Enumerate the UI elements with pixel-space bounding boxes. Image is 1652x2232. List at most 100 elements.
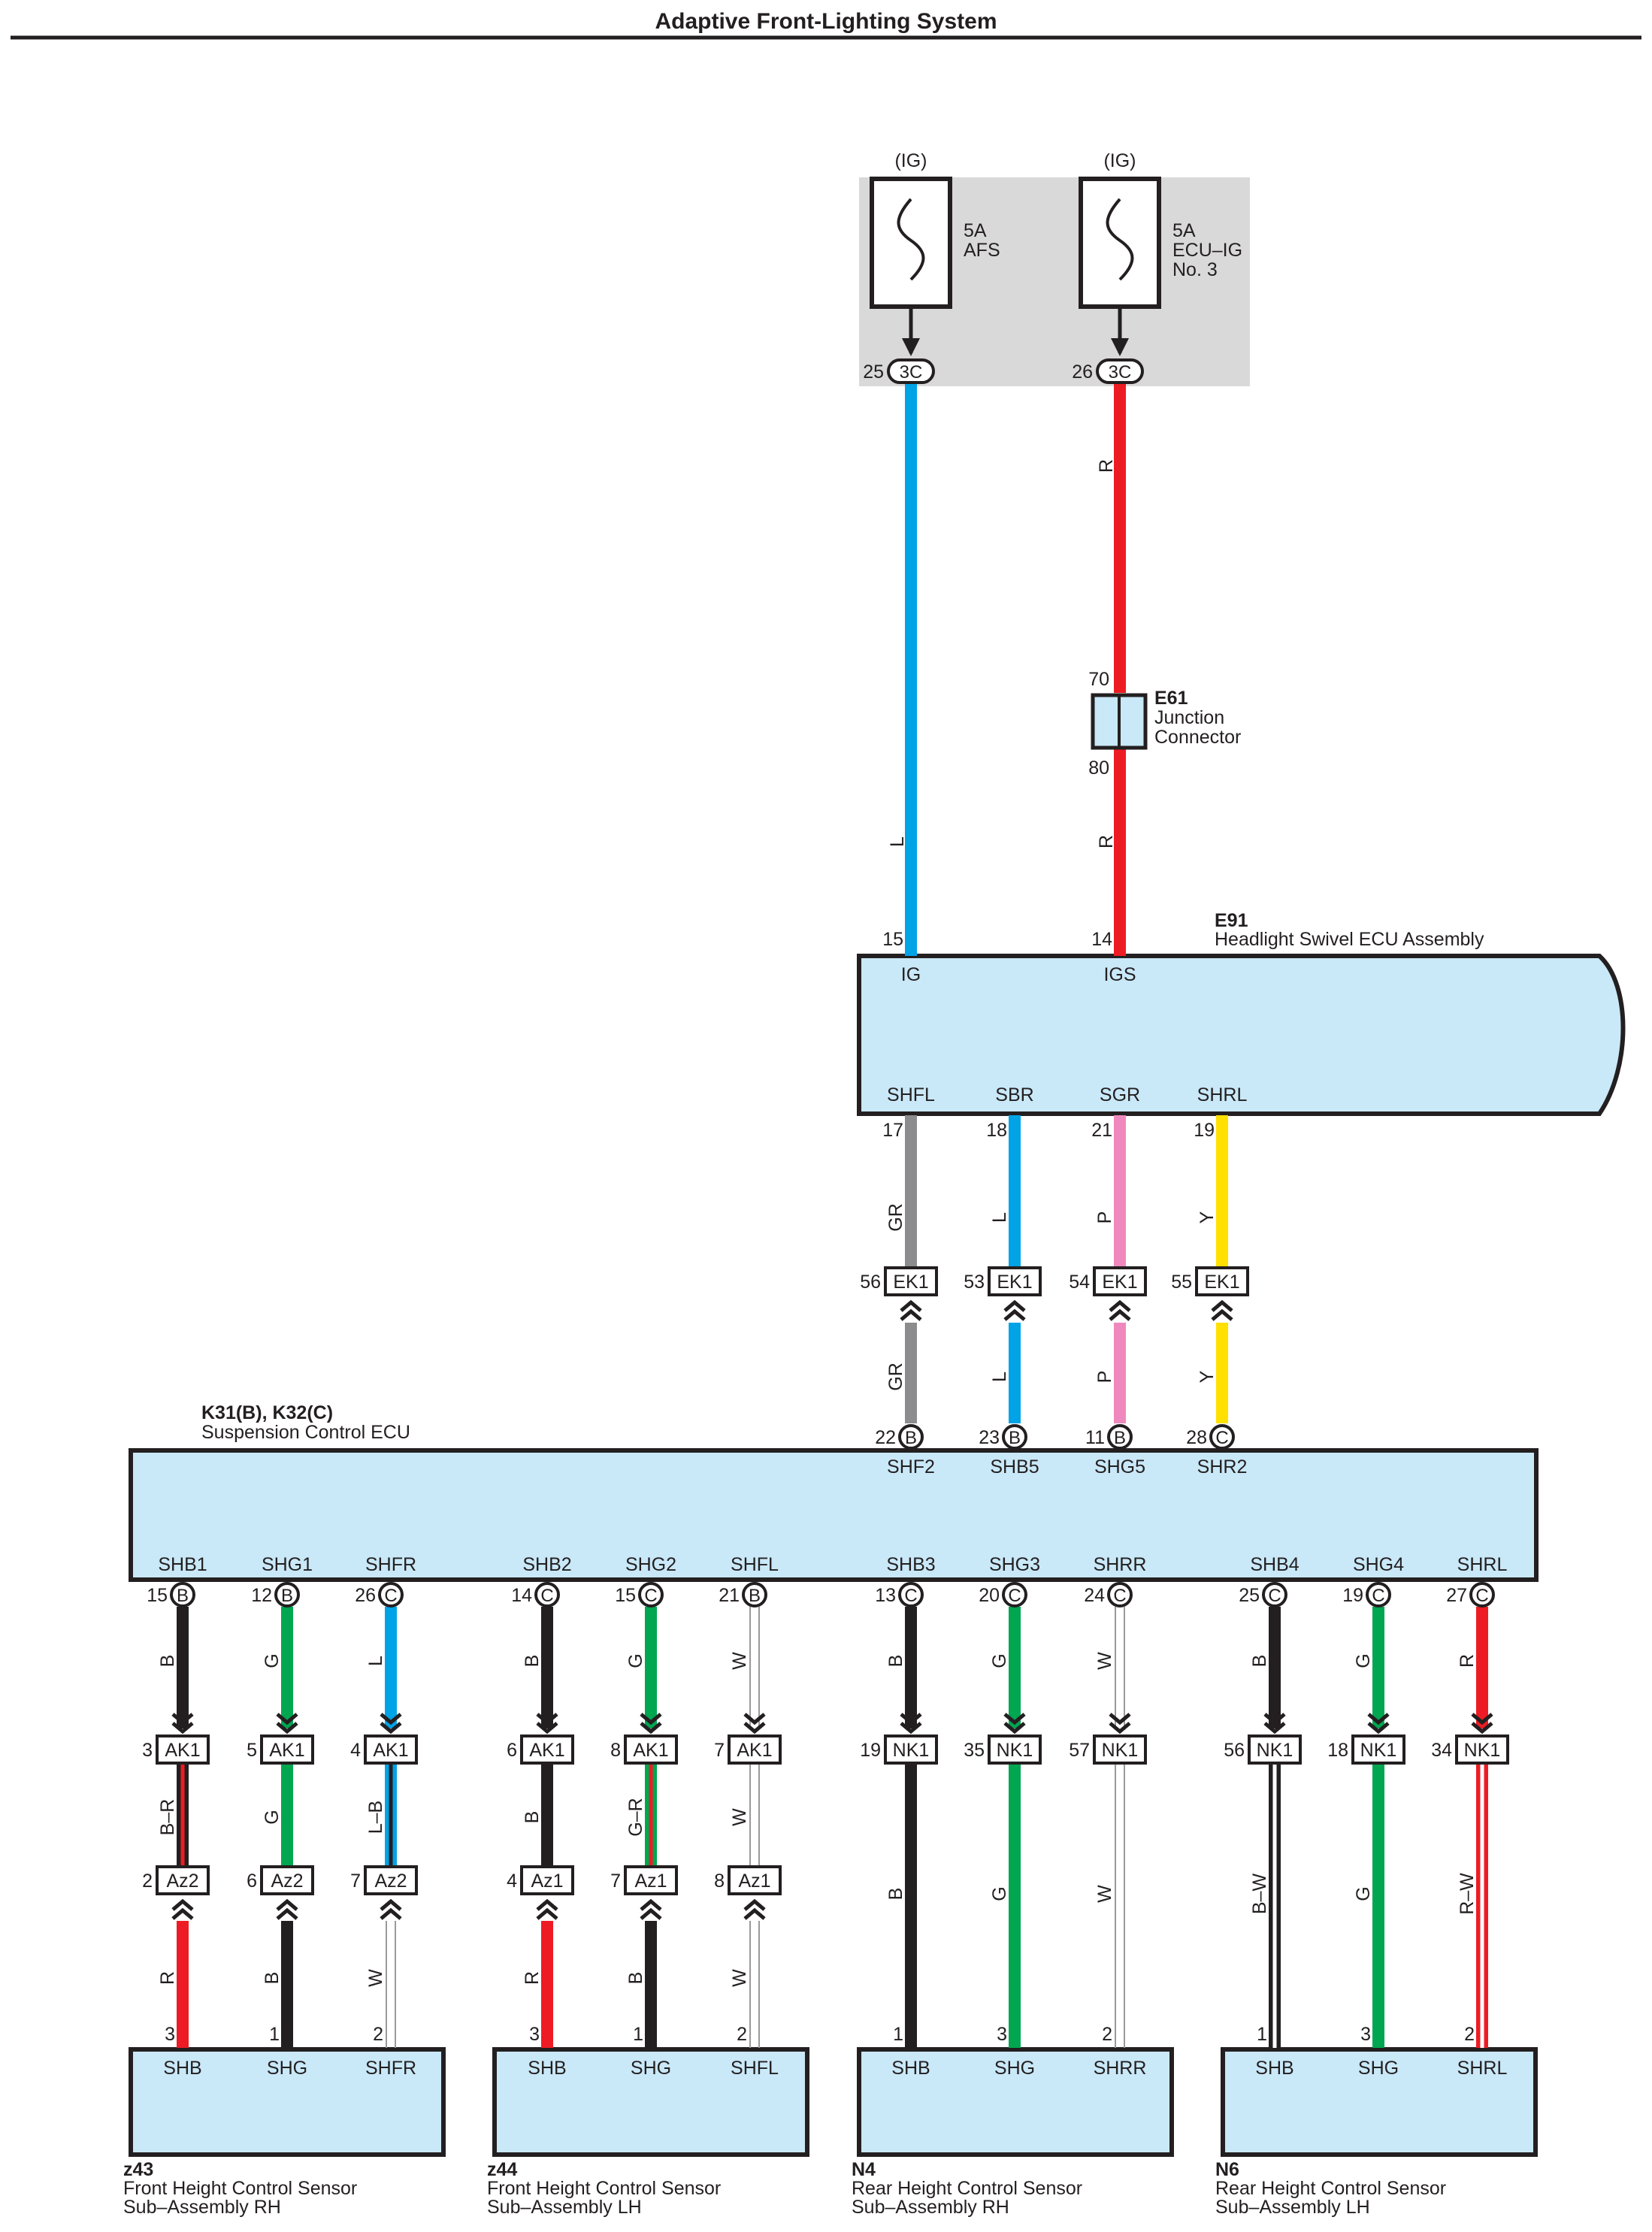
height-sensor-z44 <box>492 2047 809 2157</box>
wire-color-label: B <box>522 1655 543 1668</box>
connector-arrow <box>380 1722 402 1734</box>
connector-nk1 <box>988 1734 1042 1765</box>
pin-number: 26 <box>355 1585 376 1606</box>
suspension-pin-label: SHR2 <box>1197 1456 1248 1477</box>
suspension-pin-label: SHF2 <box>887 1456 935 1477</box>
wire-color-label: P <box>1094 1371 1115 1384</box>
wire-color-label: G <box>989 1886 1010 1901</box>
connector-code: Az2 <box>374 1871 407 1892</box>
pin-number: 19 <box>1342 1585 1363 1606</box>
diagram-shapes <box>129 177 1626 2157</box>
pin-number: 2 <box>142 1871 153 1892</box>
connector-arrow <box>900 1722 922 1734</box>
pin-number: 28 <box>1186 1427 1207 1448</box>
pin-number: 2 <box>373 2024 383 2045</box>
pin-terminal <box>1002 1582 1027 1607</box>
diagram-wires <box>177 384 1488 2048</box>
fuse-ig-label: (IG) <box>894 150 927 171</box>
suspension-pin-label: SHB4 <box>1250 1554 1299 1575</box>
connector-arrow <box>171 1907 194 1920</box>
sensor-pin-label: SHFL <box>731 2058 779 2079</box>
height-sensor-n4 <box>857 2047 1174 2157</box>
connector-arrow <box>276 1898 298 1911</box>
pin-connector-letter: C <box>1268 1586 1281 1606</box>
connector-ak1 <box>520 1734 574 1765</box>
pin-terminal <box>898 1582 924 1607</box>
pin-connector-letter: C <box>644 1586 657 1606</box>
fuse-rating: 5A <box>1172 220 1196 241</box>
connector-arrow <box>1263 1713 1286 1725</box>
wire-color-label: Y <box>1197 1211 1218 1223</box>
suspension-pin-label: SHB1 <box>158 1554 207 1575</box>
connector-ak1 <box>260 1734 314 1765</box>
wire-color-label: G <box>262 1810 283 1824</box>
connector-arrow <box>380 1713 402 1725</box>
wire-color-label: B <box>885 1655 906 1668</box>
connector-arrow <box>640 1898 662 1911</box>
pin-number: 3 <box>529 2024 540 2045</box>
connector-code: Az1 <box>531 1871 563 1892</box>
suspension-pin-label: SHFR <box>365 1554 416 1575</box>
connector-arrow <box>171 1722 194 1734</box>
fuse-element <box>897 198 925 281</box>
wire-color-label: G <box>262 1653 283 1668</box>
connector-code: NK1 <box>1360 1740 1397 1761</box>
connector-arrow <box>380 1907 402 1920</box>
pin-number: 57 <box>1069 1740 1090 1761</box>
fuse-name: ECU–IG <box>1172 240 1242 261</box>
pin-number: 7 <box>610 1871 621 1892</box>
connector-ek1 <box>1195 1266 1249 1296</box>
connector-arrow <box>1471 1713 1493 1725</box>
pin-terminal <box>274 1582 300 1607</box>
pin-number: 55 <box>1171 1272 1192 1293</box>
pin-number: 8 <box>610 1740 621 1761</box>
connector-arrow <box>276 1907 298 1920</box>
connector-nk1 <box>1248 1734 1302 1765</box>
connector-nk1 <box>1455 1734 1509 1765</box>
suspension-pin-label: SHRL <box>1457 1554 1508 1575</box>
connector-arrow <box>1003 1299 1026 1312</box>
pin-terminal <box>378 1582 404 1607</box>
sensor-code: z43 <box>123 2159 153 2180</box>
wire-color-label: GR <box>885 1203 906 1232</box>
sensor-pin-label: SHRR <box>1094 2058 1147 2079</box>
pin-number: 11 <box>1085 1427 1105 1448</box>
connector-arrow <box>1003 1713 1026 1725</box>
junction-pin: 70 <box>1088 669 1109 690</box>
pin-connector-letter: B <box>905 1428 917 1448</box>
suspension-pin-label: SHG3 <box>989 1554 1040 1575</box>
pin-terminal <box>742 1582 767 1607</box>
page-title: Adaptive Front-Lighting System <box>655 9 997 34</box>
connector-code: Az1 <box>738 1871 770 1892</box>
pin-terminal <box>1107 1424 1133 1450</box>
pin-number: 15 <box>882 929 903 950</box>
fuse-connector <box>887 358 935 384</box>
sensor-code: N4 <box>852 2159 876 2180</box>
sensor-pin-label: SHB <box>891 2058 930 2079</box>
connector-code: NK1 <box>1464 1740 1501 1761</box>
connector-arrow <box>171 1898 194 1911</box>
junction-name: Connector <box>1154 727 1241 748</box>
junction-pin: 80 <box>1088 758 1109 779</box>
wire-color-label: W <box>729 1969 750 1987</box>
fuse-name: AFS <box>964 240 1000 261</box>
swivel-pin-label: SHFL <box>887 1084 935 1105</box>
sensor-pin-label: SHG <box>267 2058 307 2079</box>
wire-color-label: W <box>365 1969 386 1987</box>
connector-code: EK1 <box>1102 1272 1137 1293</box>
wire-color-label: G <box>625 1653 646 1668</box>
pin-number: 19 <box>860 1740 881 1761</box>
pin-connector-letter: B <box>749 1586 761 1606</box>
connector-arrow <box>743 1907 766 1920</box>
suspension-pin-label: SHG1 <box>262 1554 313 1575</box>
pin-number: 3 <box>1360 2024 1371 2045</box>
height-sensor-n6 <box>1221 2047 1538 2157</box>
pin-terminal <box>1107 1582 1133 1607</box>
sensor-code: N6 <box>1215 2159 1239 2180</box>
connector-arrow <box>900 1713 922 1725</box>
connector-az1 <box>624 1865 678 1895</box>
sensor-pin-label: SHG <box>994 2058 1035 2079</box>
suspension-ecu-code: K31(B), K32(C) <box>201 1402 333 1423</box>
pin-number: 6 <box>507 1740 517 1761</box>
